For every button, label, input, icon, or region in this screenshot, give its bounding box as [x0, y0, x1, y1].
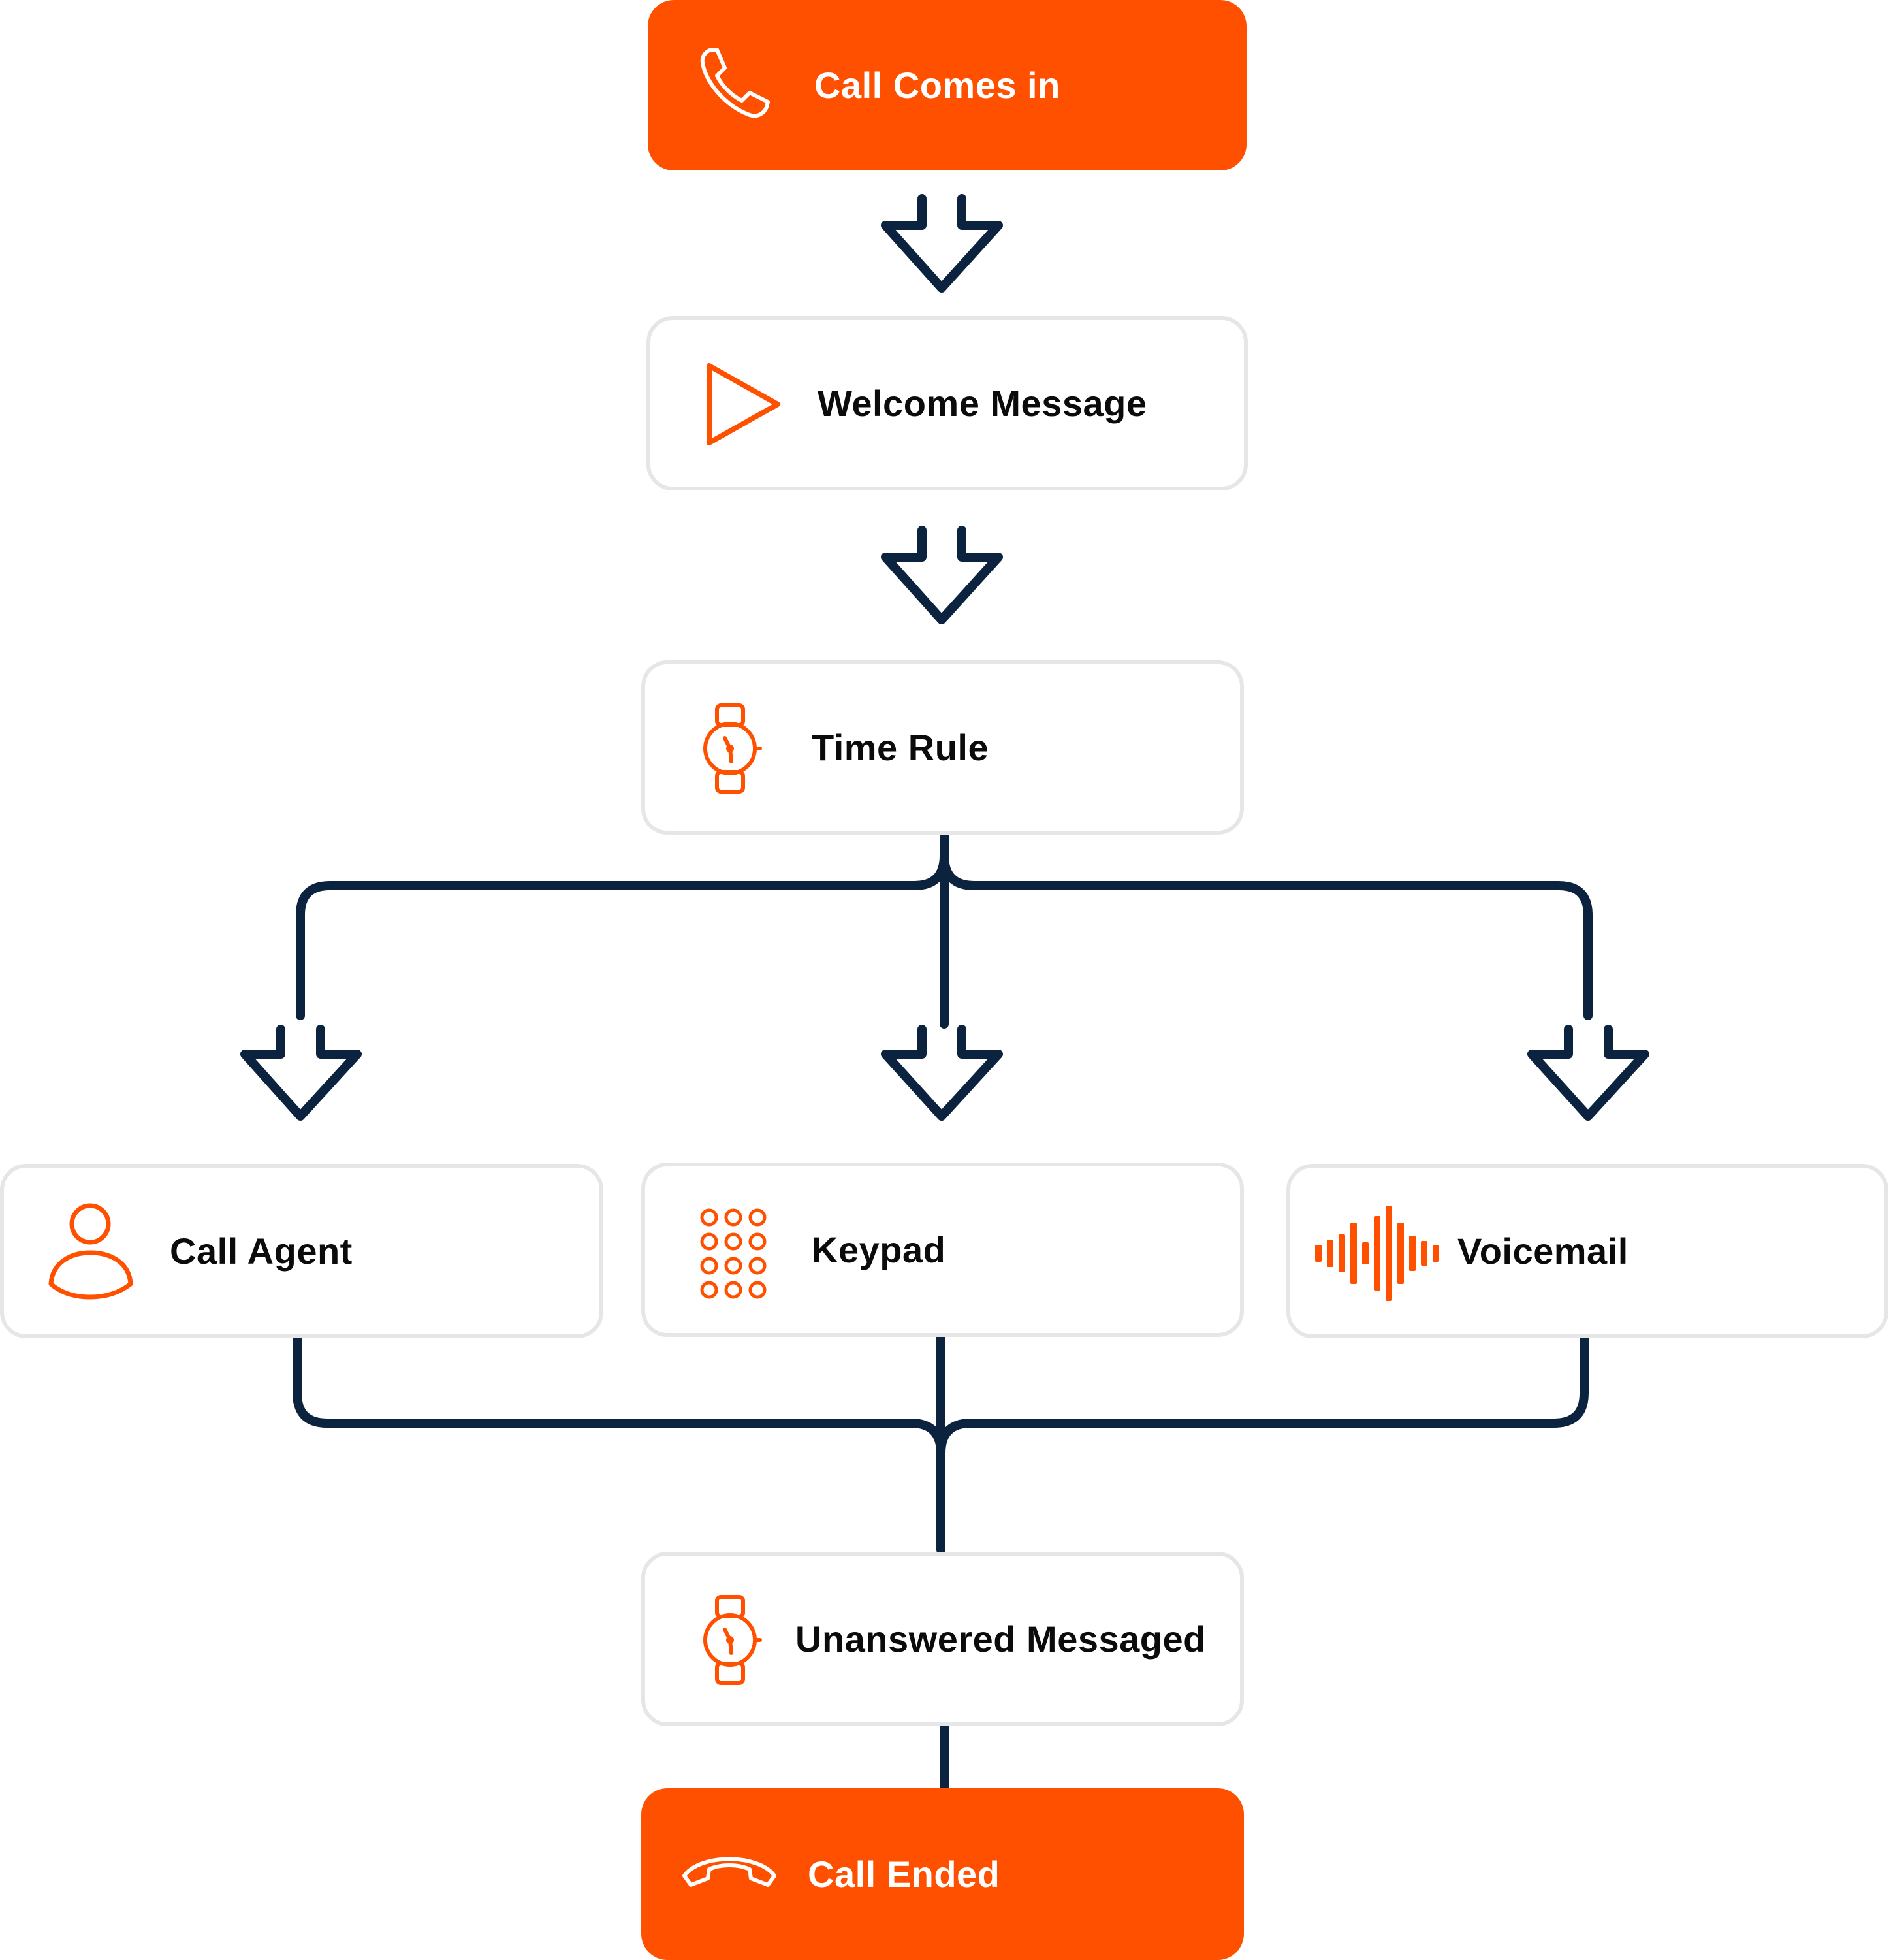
node-label: Call Agent [170, 1230, 353, 1272]
merge-connector-right [936, 1332, 1589, 1458]
node-label: Welcome Message [818, 383, 1147, 424]
node-label: Voicemail [1457, 1230, 1629, 1272]
hang-up-icon [680, 1847, 778, 1899]
arrow-down-icon [240, 1025, 362, 1121]
arrow-down-icon [881, 194, 1003, 293]
watch-icon [699, 703, 764, 794]
node-label: Unanswered Messaged [795, 1618, 1206, 1660]
keypad-icon [697, 1207, 769, 1302]
arrow-down-icon [1527, 1025, 1649, 1121]
watch-icon [699, 1594, 764, 1686]
node-welcome-message[interactable]: Welcome Message [646, 316, 1248, 490]
node-label: Call Ended [808, 1854, 1000, 1895]
node-time-rule[interactable]: Time Rule [641, 660, 1244, 835]
branch-connector-right [940, 830, 1593, 1020]
node-label: Call Comes in [814, 65, 1060, 106]
arrow-down-icon [881, 1025, 1003, 1121]
branch-connector-left [296, 830, 949, 1020]
node-call-agent[interactable]: Call Agent [0, 1164, 603, 1338]
node-call-ended[interactable]: Call Ended [641, 1788, 1244, 1960]
user-icon [47, 1203, 135, 1301]
node-label: Keypad [812, 1229, 946, 1270]
node-unanswered-messaged[interactable]: Unanswered Messaged [641, 1552, 1244, 1726]
merge-connector-left [293, 1332, 946, 1458]
node-keypad[interactable]: Keypad [641, 1163, 1244, 1337]
node-call-comes-in[interactable]: Call Comes in [648, 0, 1247, 170]
node-voicemail[interactable]: Voicemail [1286, 1164, 1888, 1338]
node-label: Time Rule [812, 727, 989, 768]
sound-wave-icon [1312, 1204, 1443, 1302]
arrow-down-icon [881, 526, 1003, 624]
play-icon [703, 361, 784, 449]
phone-icon [699, 46, 771, 121]
